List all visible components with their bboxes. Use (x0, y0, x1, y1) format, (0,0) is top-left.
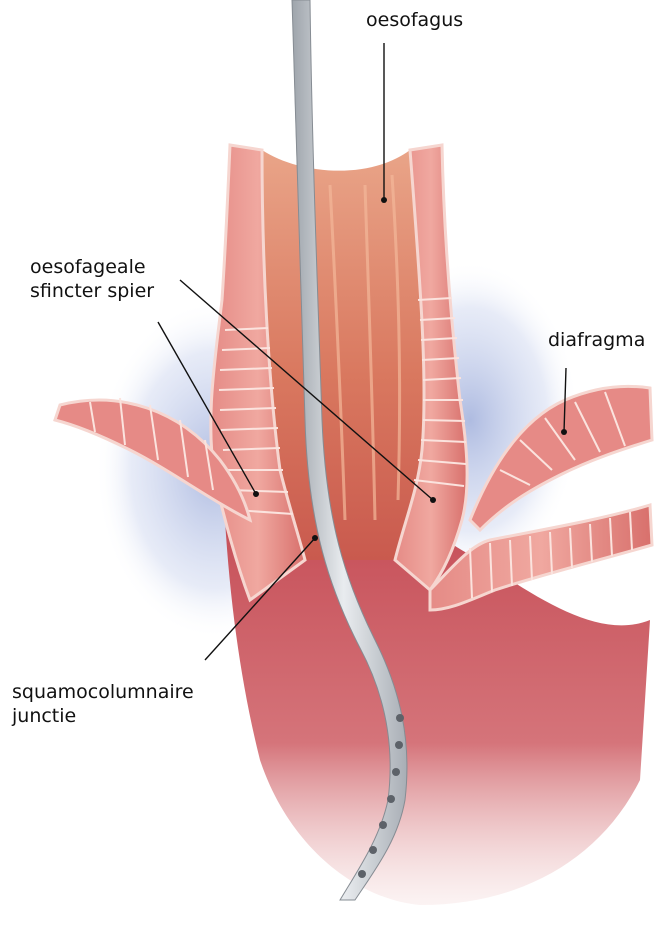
label-oesofageale-sfincter-spier: oesofageale sfincter spier (30, 255, 154, 303)
label-junctie-line2: junctie (12, 704, 194, 728)
label-junctie-line1: squamocolumnaire (12, 680, 194, 704)
label-oesofagus-text: oesofagus (366, 8, 463, 32)
label-sfincter-line2: sfincter spier (30, 279, 154, 303)
label-squamocolumnaire-junctie: squamocolumnaire junctie (12, 680, 194, 728)
label-sfincter-line1: oesofageale (30, 255, 154, 279)
label-diafragma-text: diafragma (548, 328, 645, 352)
label-oesofagus: oesofagus (366, 8, 463, 32)
label-diafragma: diafragma (548, 328, 645, 352)
